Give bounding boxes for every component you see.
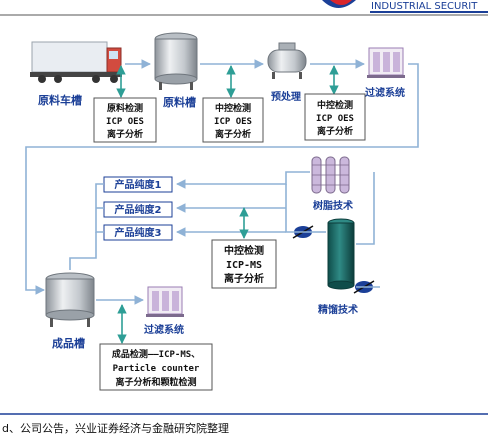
flow-filter-loop bbox=[25, 63, 419, 295]
brand-text: INDUSTRIAL SECURIT bbox=[371, 1, 478, 12]
svg-text:Particle counter: Particle counter bbox=[113, 363, 200, 374]
svg-text:离子分析: 离子分析 bbox=[107, 128, 143, 140]
mid1-inspection-box: 中控检测 ICP OES 离子分析 bbox=[202, 97, 264, 143]
mid2-inspection-box: 中控检测 ICP OES 离子分析 bbox=[304, 93, 366, 141]
svg-text:离子分析: 离子分析 bbox=[317, 125, 353, 137]
svg-text:离子分析: 离子分析 bbox=[215, 128, 251, 140]
svg-text:离子分析和颗粒检测: 离子分析和颗粒检测 bbox=[115, 376, 196, 388]
label-resin: 树脂技术 bbox=[313, 199, 353, 212]
label-raw-tank: 原料槽 bbox=[163, 95, 196, 109]
rectify-column-icon bbox=[327, 218, 355, 290]
final-inspection-box: 成品检测——ICP-MS、 Particle counter 离子分析和颗粒检测 bbox=[99, 343, 213, 391]
svg-text:ICP OES: ICP OES bbox=[316, 114, 354, 124]
mid3-inspection-box: 中控检测 ICP-MS 离子分析 bbox=[211, 239, 277, 289]
pipe-purity-to-tank bbox=[69, 232, 97, 270]
source-note: d、公司公告，兴业证券经济与金融研究院整理 bbox=[2, 421, 229, 435]
label-product-tank: 成品槽 bbox=[52, 336, 85, 350]
purity-box-2: 产品纯度2 bbox=[103, 201, 173, 218]
truck-icon bbox=[30, 41, 122, 83]
label-raw-truck: 原料车槽 bbox=[38, 93, 82, 107]
label-filter1: 过滤系统 bbox=[365, 86, 405, 99]
svg-text:产品纯度1: 产品纯度1 bbox=[115, 178, 162, 191]
filter-system-icon bbox=[367, 47, 405, 78]
label-pretreat: 预处理 bbox=[271, 90, 301, 103]
purity-box-1: 产品纯度1 bbox=[103, 176, 173, 193]
svg-text:中控检测: 中控检测 bbox=[215, 102, 251, 114]
pipe-resin-in bbox=[285, 171, 310, 180]
svg-text:产品纯度2: 产品纯度2 bbox=[115, 203, 162, 216]
svg-text:ICP OES: ICP OES bbox=[214, 117, 252, 127]
svg-text:成品检测——ICP-MS、: 成品检测——ICP-MS、 bbox=[112, 348, 200, 360]
svg-text:中控检测: 中控检测 bbox=[224, 244, 264, 257]
resin-column-icon bbox=[311, 156, 350, 194]
flow-to-purity1 bbox=[176, 179, 287, 189]
svg-text:ICP OES: ICP OES bbox=[106, 117, 144, 127]
svg-text:离子分析: 离子分析 bbox=[224, 272, 264, 285]
svg-text:ICP-MS: ICP-MS bbox=[226, 260, 262, 271]
brand-logo bbox=[322, 0, 356, 8]
product-tank-icon bbox=[45, 272, 95, 327]
raw-inspection-box: 原料检测 ICP OES 离子分析 bbox=[93, 97, 157, 143]
label-rectify: 精馏技术 bbox=[318, 303, 358, 316]
raw-tank-icon bbox=[154, 32, 198, 90]
purity-box-3: 产品纯度3 bbox=[103, 224, 173, 241]
svg-text:原料检测: 原料检测 bbox=[107, 102, 143, 114]
pipe-rectify-top bbox=[356, 172, 375, 245]
svg-text:中控检测: 中控检测 bbox=[317, 99, 353, 111]
pretreat-vessel-icon bbox=[267, 42, 307, 79]
filter-system-icon bbox=[146, 286, 184, 317]
label-filter2: 过滤系统 bbox=[144, 323, 184, 336]
svg-text:产品纯度3: 产品纯度3 bbox=[115, 226, 162, 239]
